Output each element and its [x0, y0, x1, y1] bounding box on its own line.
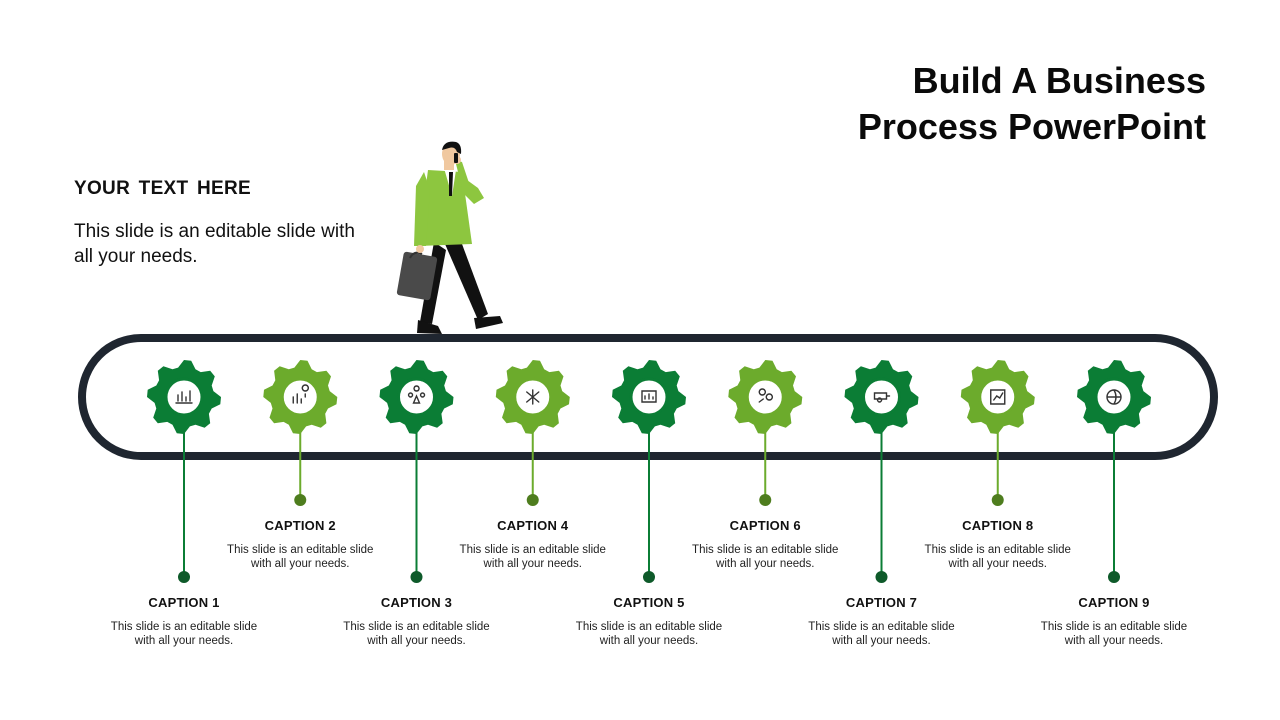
caption-description: This slide is an editable slide with all…: [459, 544, 606, 570]
caption-description: This slide is an editable slide with all…: [343, 621, 490, 647]
caption-description: This slide is an editable slide with all…: [1040, 621, 1188, 647]
gear-center: [280, 377, 320, 417]
network-icon: [526, 389, 540, 405]
team-icon: [407, 385, 426, 404]
connector-dot: [294, 494, 307, 506]
step-gear-2: [263, 360, 338, 434]
connector-dot: [875, 571, 888, 583]
step-gear-7: [844, 360, 919, 434]
caption-block-4: CAPTION 4 This slide is an editable slide…: [458, 518, 608, 571]
caption-description: This slide is an editable slide with all…: [924, 544, 1071, 570]
caption-block-6: CAPTION 6 This slide is an editable slide…: [690, 518, 840, 571]
step-gear-6: [728, 360, 803, 434]
slide-title: Build A Business Process PowerPoint: [858, 58, 1206, 150]
caption-block-2: CAPTION 2 This slide is an editable slide…: [225, 518, 375, 571]
global-business-icon: [1106, 389, 1122, 405]
connector-dot: [410, 571, 423, 583]
connector-dot: [991, 494, 1004, 506]
money-flow-icon: [873, 392, 891, 403]
caption-title: CAPTION 8: [962, 518, 1034, 533]
caption-description: This slide is an editable slide with all…: [692, 544, 839, 570]
caption-block-7: CAPTION 7 This slide is an editable slide…: [807, 595, 957, 648]
caption-title: CAPTION 3: [380, 595, 453, 610]
gear-center: [164, 377, 204, 417]
caption-title: CAPTION 1: [148, 595, 220, 610]
presentation-chart-icon: [175, 390, 193, 404]
title-line-2: Process PowerPoint: [857, 106, 1206, 147]
connector-dot: [526, 494, 539, 506]
gear-center: [862, 377, 901, 417]
caption-description: This slide is an editable slide with all…: [110, 621, 258, 647]
caption-title: CAPTION 4: [497, 518, 569, 533]
text-body: This slide is an editable slide with all…: [74, 221, 355, 267]
step-gear-9: [1077, 360, 1151, 434]
gear-center: [745, 377, 785, 417]
caption-title: CAPTION 2: [264, 518, 336, 533]
caption-block-3: CAPTION 3 This slide is an editable slide…: [342, 595, 492, 648]
report-board-icon: [641, 390, 657, 403]
gears-icon: [758, 388, 773, 403]
businessman-illustration: [396, 141, 503, 334]
analytics-icon: [990, 389, 1006, 405]
caption-title: CAPTION 5: [613, 595, 685, 610]
step-gear-5: [612, 360, 686, 434]
caption-block-1: CAPTION 1 This slide is an editable slide…: [109, 595, 259, 648]
connector-dot: [1108, 571, 1120, 583]
caption-description: This slide is an editable slide with all…: [808, 621, 955, 647]
connector-dot: [759, 494, 772, 506]
caption-block-5: CAPTION 5 This slide is an editable slide…: [574, 595, 724, 648]
caption-description: This slide is an editable slide with all…: [227, 544, 374, 570]
caption-block-9: CAPTION 9 This slide is an editable slide…: [1039, 595, 1189, 648]
title-line-1: Build A Business: [912, 60, 1206, 101]
caption-description: This slide is an editable slide with all…: [575, 621, 723, 647]
step-gear-4: [495, 360, 570, 434]
caption-title: CAPTION 7: [845, 595, 918, 610]
text-heading: YOUR TEXT HERE: [74, 178, 251, 199]
connector-dot: [643, 571, 655, 583]
step-gear-1: [147, 360, 221, 434]
caption-title: CAPTION 6: [729, 518, 801, 533]
step-gear-8: [960, 360, 1035, 434]
caption-title: CAPTION 9: [1078, 595, 1150, 610]
connector-dot: [178, 571, 190, 583]
idea-chart-icon: [292, 384, 309, 404]
caption-block-8: CAPTION 8 This slide is an editable slide…: [923, 518, 1073, 571]
step-gear-3: [379, 360, 454, 434]
